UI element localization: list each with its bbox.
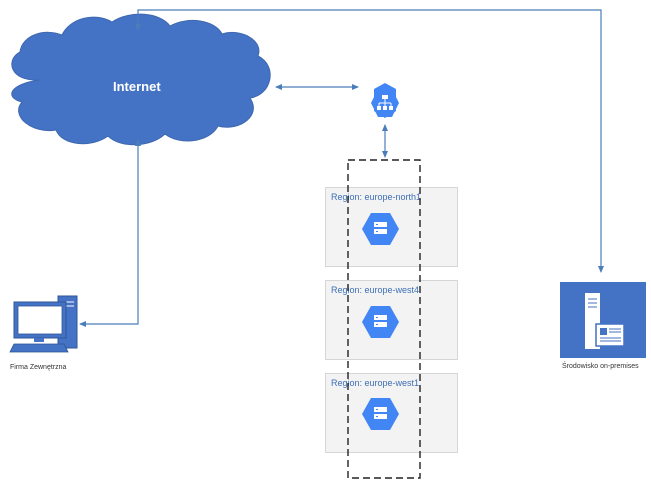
internet-label: Internet bbox=[113, 79, 161, 94]
regions-group-dashed-border bbox=[347, 159, 421, 479]
desktop-computer-icon bbox=[9, 295, 78, 353]
load-balancer-icon bbox=[371, 83, 399, 118]
compute-engine-icon bbox=[362, 306, 399, 338]
compute-engine-icon bbox=[362, 398, 399, 430]
region-label: Region: europe-west1 bbox=[331, 378, 420, 388]
compute-engine-icon bbox=[362, 213, 399, 245]
region-label: Region: europe-north1 bbox=[331, 192, 422, 202]
connectors bbox=[79, 9, 604, 327]
region-label: Region: europe-west4 bbox=[331, 285, 420, 295]
server-icon bbox=[560, 282, 646, 358]
on-premises-label: Środowisko on-premises bbox=[562, 363, 639, 370]
external-company-label: Firma Zewnętrzna bbox=[10, 364, 67, 371]
connector-internet-computer bbox=[79, 139, 141, 327]
connector-internet-onprem bbox=[135, 9, 604, 273]
